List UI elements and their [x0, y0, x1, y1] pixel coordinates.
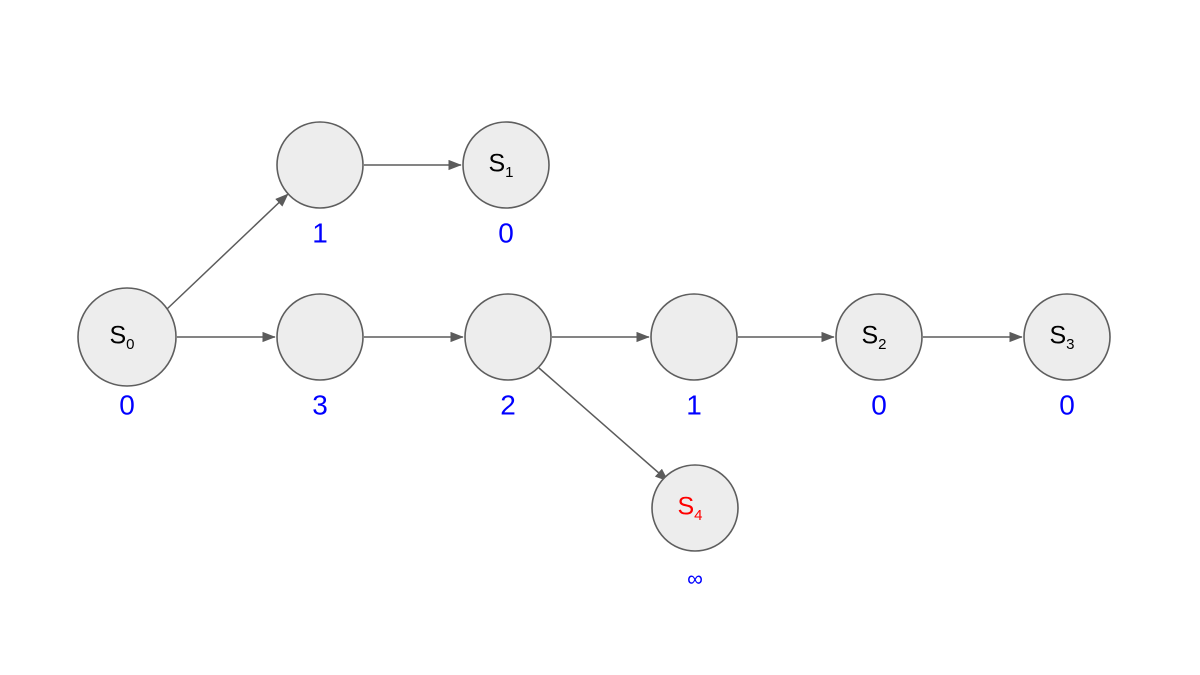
- node-distance-label: ∞: [687, 566, 703, 591]
- node-circle[interactable]: [77, 287, 177, 387]
- graph-node[interactable]: S2: [835, 293, 923, 381]
- node-distance-label: 0: [498, 217, 514, 248]
- graph-node[interactable]: [276, 121, 364, 209]
- node-circle[interactable]: [464, 293, 552, 381]
- node-circle[interactable]: [651, 464, 739, 552]
- graph-node[interactable]: S3: [1023, 293, 1111, 381]
- node-label-subscript: 2: [878, 336, 886, 353]
- graph-edge: [538, 367, 669, 482]
- graph-node[interactable]: S4: [651, 464, 739, 552]
- graph-edge: [166, 193, 289, 310]
- node-circle[interactable]: [276, 293, 364, 381]
- node-distance-label: 2: [500, 389, 516, 420]
- node-label-subscript: 0: [126, 336, 134, 353]
- node-circle[interactable]: [650, 293, 738, 381]
- node-circle[interactable]: [835, 293, 923, 381]
- graph-node[interactable]: S1: [462, 121, 550, 209]
- node-distance-label: 3: [312, 389, 328, 420]
- graph-node[interactable]: [464, 293, 552, 381]
- node-label-subscript: 4: [694, 507, 702, 524]
- graph-node[interactable]: [276, 293, 364, 381]
- node-circle[interactable]: [276, 121, 364, 209]
- graph-node[interactable]: [650, 293, 738, 381]
- node-label-subscript: 3: [1066, 336, 1074, 353]
- node-distance-label: 0: [871, 389, 887, 420]
- graph-node[interactable]: S0: [77, 287, 177, 387]
- node-distance-label: 1: [312, 217, 328, 248]
- node-distance-label: 1: [686, 389, 702, 420]
- node-distance-label: 0: [119, 389, 135, 420]
- node-distance-label: 0: [1059, 389, 1075, 420]
- node-label-subscript: 1: [505, 164, 513, 181]
- node-circle[interactable]: [1023, 293, 1111, 381]
- edges-group: [166, 159, 1023, 482]
- distance-labels-group: 0 1 0 3 2 1 0 0 ∞: [119, 217, 1075, 590]
- node-circle[interactable]: [462, 121, 550, 209]
